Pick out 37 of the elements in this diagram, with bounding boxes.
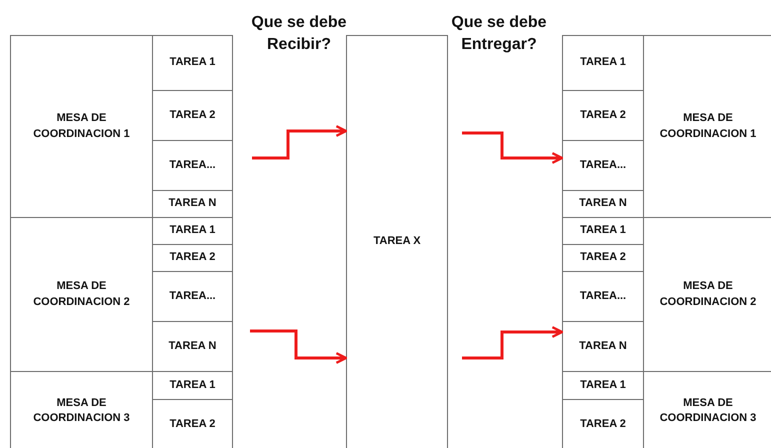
cell-text: TAREA N — [168, 338, 216, 354]
cell-text: TAREA X — [373, 234, 421, 249]
cell-text: TAREA 1 — [170, 55, 216, 70]
table-cell — [10, 35, 153, 218]
cell-text: TAREA 2 — [170, 250, 216, 266]
cell-text: TAREA N — [168, 196, 216, 212]
cell-text: TAREA 1 — [580, 223, 626, 238]
arrow — [462, 326, 564, 360]
arrow — [252, 125, 348, 160]
table-cell — [562, 35, 644, 91]
cell-text: TAREA 1 — [170, 378, 216, 393]
cell-text: TAREA 2 — [170, 417, 216, 432]
column-heading: Que se debe Entregar? — [450, 13, 548, 56]
cell-text: TAREA N — [579, 196, 627, 212]
cell-text: MESA DE COORDINACION 1 — [32, 111, 131, 142]
cell-text: TAREA 2 — [580, 108, 626, 123]
cell-text: MESA DE COORDINACION 1 — [658, 111, 758, 142]
table-cell — [152, 35, 233, 91]
cell-text: TAREA N — [579, 338, 627, 354]
table-cell — [346, 35, 448, 448]
cell-text: TAREA 1 — [580, 378, 626, 393]
cell-text: TAREA... — [580, 158, 626, 173]
cell-text: MESA DE COORDINACION 3 — [32, 396, 131, 426]
cell-text: TAREA 1 — [170, 223, 216, 238]
cell-text: TAREA 2 — [580, 417, 626, 432]
cell-text: TAREA... — [169, 158, 216, 173]
cell-text: TAREA 2 — [580, 250, 626, 266]
cell-text: MESA DE COORDINACION 3 — [658, 396, 758, 426]
arrow — [250, 330, 348, 364]
cell-text: MESA DE COORDINACION 2 — [32, 279, 131, 310]
arrow — [462, 132, 564, 164]
cell-text: TAREA 1 — [580, 55, 626, 70]
column-heading: Que se debe Recibir? — [250, 13, 348, 56]
cell-text: MESA DE COORDINACION 2 — [658, 279, 758, 310]
cell-text: TAREA... — [580, 288, 626, 304]
cell-text: TAREA 2 — [170, 108, 216, 123]
cell-text: TAREA... — [169, 288, 216, 304]
